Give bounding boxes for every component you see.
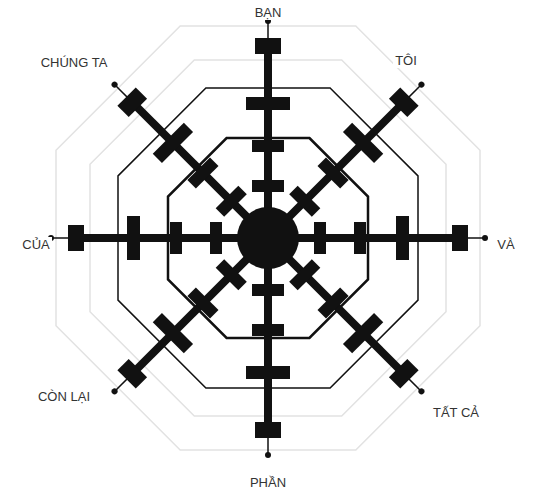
arm-label: TẤT CẢ — [431, 405, 481, 420]
arm-label: CỦA — [20, 237, 51, 252]
crossbar — [252, 324, 284, 336]
crossbar — [314, 222, 326, 254]
crossbar — [343, 123, 383, 163]
arm — [48, 216, 268, 260]
arm-tip-dot — [265, 452, 271, 458]
crossbar — [216, 259, 247, 290]
crossbar — [354, 222, 366, 254]
arm-label: VÀ — [495, 237, 516, 252]
end-cap — [117, 87, 147, 117]
crossbar — [317, 157, 348, 188]
arm-label: CÒN LẠI — [36, 389, 92, 404]
crossbar — [252, 180, 284, 192]
outer-octagon — [56, 26, 480, 450]
end-cap — [452, 225, 468, 251]
end-cap — [255, 38, 281, 54]
end-cap — [117, 359, 147, 389]
crossbar — [343, 313, 383, 353]
end-cap — [68, 225, 84, 251]
crossbar — [289, 259, 320, 290]
arm-tip-dot — [110, 80, 118, 88]
arm-tip-dot — [482, 235, 488, 241]
crossbar — [216, 186, 247, 217]
crossbar — [210, 222, 222, 254]
centre-disc — [237, 207, 299, 269]
crossbar — [127, 216, 140, 260]
arm — [268, 216, 488, 260]
arm — [246, 238, 290, 458]
arm-tip-dot — [110, 387, 118, 395]
crossbar — [187, 287, 218, 318]
crossbar — [396, 216, 409, 260]
crossbar — [153, 123, 193, 163]
crossbar — [187, 157, 218, 188]
arm — [246, 18, 290, 238]
arm-label: CHÚNG TA — [39, 55, 110, 70]
end-cap — [255, 422, 281, 438]
crossbar — [246, 366, 290, 379]
crossbar — [252, 140, 284, 152]
end-cap — [389, 359, 419, 389]
arm-label: TÔI — [393, 53, 419, 68]
crossbar — [246, 97, 290, 110]
arm-label: BẠN — [253, 5, 284, 20]
end-cap — [389, 87, 419, 117]
arm-tip-dot — [417, 387, 425, 395]
crossbar — [252, 284, 284, 296]
arm-tip-dot — [417, 80, 425, 88]
crossbar — [170, 222, 182, 254]
arm-label: PHẦN — [248, 475, 288, 490]
crossbar — [317, 287, 348, 318]
crossbar — [153, 313, 193, 353]
crossbar — [289, 186, 320, 217]
